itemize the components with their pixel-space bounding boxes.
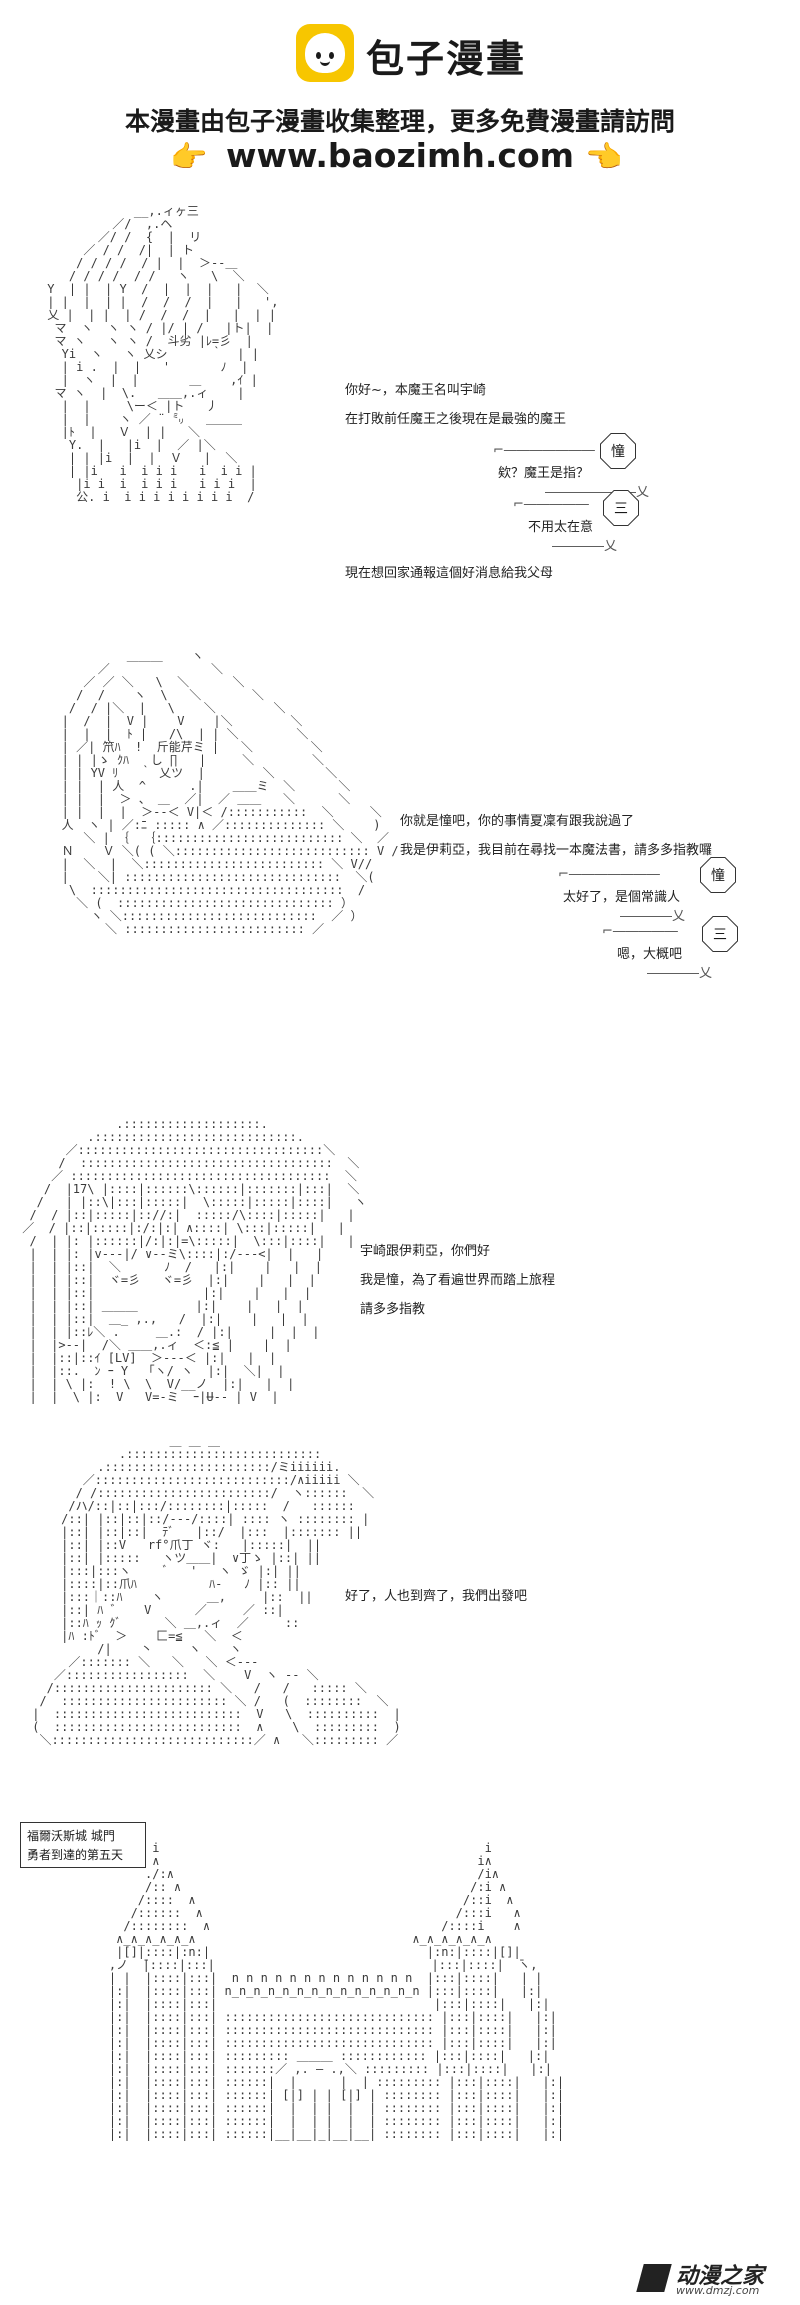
ascii-art-castle-gate: i i ∧ i∧ ./:∧ /i∧ /:: ∧ xyxy=(108,1841,565,2141)
speech-bracket-top: ⌐――――――― xyxy=(558,867,660,882)
site-url-link[interactable]: www.baozimh.com xyxy=(226,136,574,175)
dialogue-line: 現在想回家通報這個好消息給我父母 xyxy=(345,566,554,581)
site-name: 包子漫畫 xyxy=(366,37,527,81)
dmzj-logo-icon xyxy=(636,2264,672,2292)
speaker-tag: 憧 xyxy=(600,433,636,469)
speech-bracket-top: ⌐――――――― xyxy=(493,443,595,458)
speaker-tag-label: 三 xyxy=(604,491,638,525)
day-caption: 勇者到達的第五天 xyxy=(27,1848,124,1862)
speech-bracket-top: ⌐――――― xyxy=(602,924,678,939)
speaker-tag-label: 憧 xyxy=(701,858,735,892)
baozi-logo-icon xyxy=(296,24,354,82)
speech-bracket-bottom: ――――乂 xyxy=(647,966,713,981)
speech-bubble: 不用太在意 xyxy=(528,520,594,535)
logo-eye-icon xyxy=(329,52,334,59)
site-tagline: 本漫畫由包子漫畫收集整理，更多免費漫畫請訪問 xyxy=(124,107,675,136)
ascii-art-group: ＿ ＿ ＿ .::::::::::::::::::::::::::: .::::… xyxy=(32,1434,401,1747)
logo-mouth-icon xyxy=(320,60,330,66)
watermark-text: 动漫之家 xyxy=(676,2264,765,2289)
dialogue-line: 你就是憧吧，你的事情夏凜有跟我說過了 xyxy=(400,814,635,829)
speaker-tag-label: 憧 xyxy=(601,434,635,468)
pointing-right-hand-icon: 👉 xyxy=(170,140,208,175)
speaker-tag: 憧 xyxy=(700,857,736,893)
ascii-art-uzaki: __,.ィヶ三 ／/ ,.ヘ ／/ / { | リ ／ / / /| | ト /… xyxy=(47,204,279,504)
dialogue-line: 好了，人也到齊了，我們出發吧 xyxy=(345,1589,528,1604)
speech-bracket-top: ⌐――――― xyxy=(513,497,589,512)
speaker-tag: 三 xyxy=(603,490,639,526)
dialogue-line: 宇崎跟伊莉亞，你們好 xyxy=(360,1244,491,1259)
pointing-left-hand-icon: 👈 xyxy=(585,140,623,175)
dialogue-line: 你好~，本魔王名叫宇崎 xyxy=(345,383,486,398)
speaker-tag: 三 xyxy=(702,916,738,952)
logo-eye-icon xyxy=(316,52,321,59)
dialogue-line: 我是憧，為了看遍世界而踏上旅程 xyxy=(360,1273,556,1288)
dialogue-line: 請多多指教 xyxy=(360,1302,426,1317)
speech-bubble: 欸？魔王是指？ xyxy=(498,466,590,481)
dialogue-line: 我是伊莉亞，我目前在尋找一本魔法書，請多多指教囉 xyxy=(400,843,713,858)
speech-bracket-bottom: ――――乂 xyxy=(552,539,618,554)
ascii-art-iria: ＿＿＿ ヽ ／ ＼ ／ ／ ＼ \ ＼ ＼ / / ヽ \ ＼ ＼ / / |＼… xyxy=(61,649,399,936)
baozi-face-icon xyxy=(305,33,345,73)
location-caption-box: 福爾沃斯城 城門 勇者到達的第五天 xyxy=(20,1822,146,1868)
speech-bubble: 太好了，是個常識人 xyxy=(563,890,681,905)
ascii-art-aco: .:::::::::::::::::::. .:::::::::::::::::… xyxy=(22,1117,367,1404)
speech-bubble: 嗯，大概吧 xyxy=(617,947,683,962)
speech-bracket-bottom: ――――乂 xyxy=(620,909,686,924)
location-name: 福爾沃斯城 城門 xyxy=(27,1829,115,1843)
speaker-tag-label: 三 xyxy=(703,917,737,951)
watermark-url: www.dmzj.com xyxy=(676,2284,760,2297)
dialogue-line: 在打敗前任魔王之後現在是最強的魔王 xyxy=(345,412,567,427)
